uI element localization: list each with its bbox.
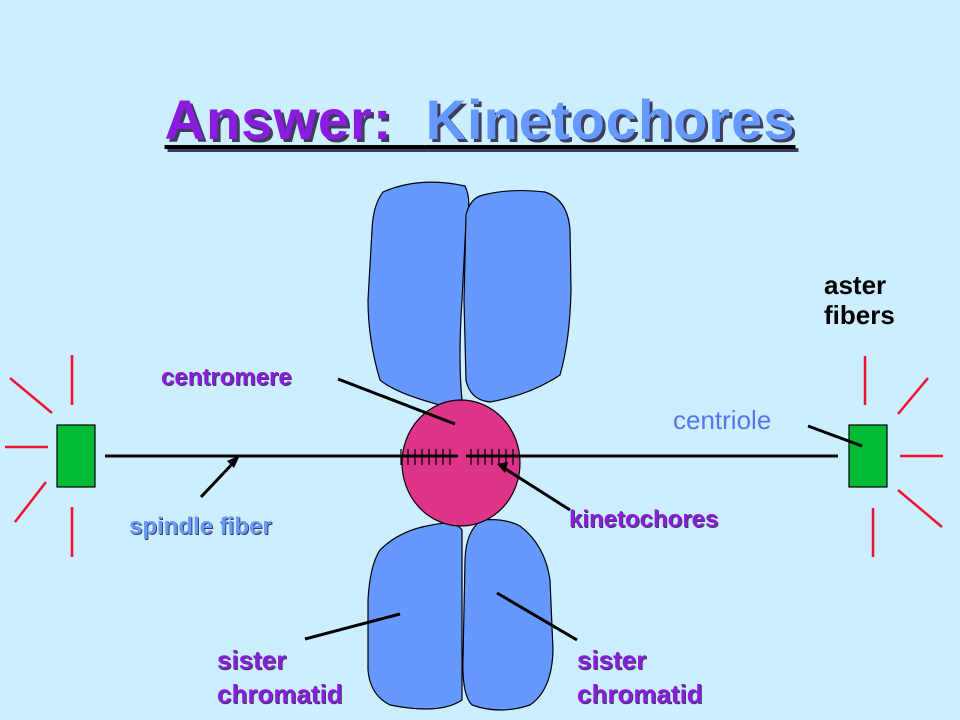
sister-right-pointer <box>496 591 578 642</box>
left-chromatid-lower <box>367 522 463 710</box>
kinetochores-arrowhead <box>497 462 508 473</box>
title-kinetochores-text: Kinetochores <box>425 88 796 151</box>
label-aster-line1: aster <box>824 270 887 300</box>
label-centriole: centriole <box>673 405 772 435</box>
label-sister-chromatid-left: sister chromatid <box>217 643 343 711</box>
centromere-pointer <box>337 377 456 426</box>
title-kinetochores: Kinetochores <box>392 88 795 151</box>
centriole-left <box>56 424 96 488</box>
kinetochores-pointer <box>503 466 571 512</box>
arrowheads <box>227 455 508 473</box>
label-sister-chromatid-right: sister chromatid <box>577 643 703 711</box>
kinetochore-right <box>470 449 514 465</box>
page-title: Answer: Kinetochores <box>0 92 960 148</box>
centromere-circle <box>401 399 521 527</box>
right-chromatid-lower <box>462 519 554 711</box>
aster-fibers-right <box>863 356 943 557</box>
centriole-right <box>848 424 888 488</box>
label-pointers <box>199 377 863 642</box>
label-sister-left-line2: chromatid <box>217 679 343 709</box>
label-sister-right-line1: sister <box>577 645 647 675</box>
label-kinetochores: kinetochores <box>569 506 719 533</box>
left-chromatid <box>367 181 470 409</box>
aster-fibers-left <box>5 355 74 557</box>
label-aster-fibers: aster fibers <box>824 270 895 330</box>
label-sister-right-line2: chromatid <box>577 679 703 709</box>
label-aster-line2: fibers <box>824 300 895 330</box>
spindle-arrowhead <box>227 455 240 468</box>
kinetochore-left <box>400 449 451 465</box>
sister-left-pointer <box>304 612 401 641</box>
title-answer: Answer: <box>164 88 393 151</box>
right-chromatid <box>463 189 572 403</box>
label-spindle-fiber: spindle fiber <box>129 513 272 540</box>
label-sister-left-line1: sister <box>217 645 287 675</box>
label-centromere: centromere <box>161 364 292 391</box>
spindle-fiber-pointer <box>199 459 237 499</box>
centriole-pointer <box>807 424 863 448</box>
